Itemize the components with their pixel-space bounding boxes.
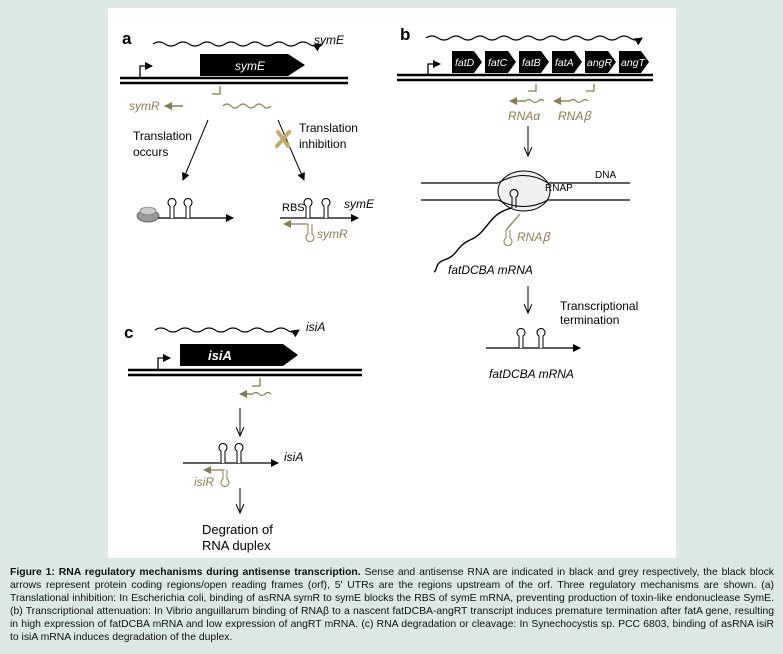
panel-b-rna-beta-bound-strand [505, 213, 521, 231]
panel-b-dna-label: DNA [595, 170, 616, 181]
panel-c-result-1: Degration of [202, 522, 273, 537]
caption-intro: Sense and antisense RNA are indicated in… [10, 567, 774, 591]
panel-a-right-antisense: symR [317, 227, 348, 241]
panel-a: a symE symE symR Translation occurs Tran… [120, 29, 375, 242]
panel-a-ribosome-top-icon [139, 206, 157, 216]
panel-b-rna-beta-promoter [586, 84, 595, 92]
panel-b-mrna-label: fatDCBA mRNA [448, 263, 533, 277]
panel-c-sense-transcript [154, 327, 300, 338]
panel-b-hairpin-2-icon [536, 328, 546, 348]
panel-b-rnap-label: RNAP [545, 183, 573, 194]
panel-a-antisense-label: symR [129, 99, 160, 113]
panel-a-transcript-label: symE [314, 33, 345, 47]
panel-c-letter: c [124, 323, 133, 342]
panel-c-hairpin-2-icon [234, 443, 244, 463]
diagram-svg: a symE symE symR Translation occurs Tran… [120, 25, 653, 553]
panel-c-right-transcript: isiA [284, 450, 303, 464]
panel-b-gene-box-5 [585, 51, 616, 73]
panel-c-antisense-hairpin-icon [220, 470, 230, 487]
panel-c-transcript-label: isiA [306, 320, 325, 334]
panel-b-termination-label-2: termination [560, 313, 619, 327]
panel-b-operon: fatD fatC fatB fatA angR angT [452, 51, 649, 73]
panel-b-rna-beta-hairpin-icon [503, 230, 513, 246]
panel-b-bubble-top [497, 175, 549, 184]
panel-a-rbs-label: RBS [282, 202, 305, 214]
panel-a-inhibition-cross-icon [275, 130, 291, 148]
caption-title: Figure 1: RNA regulatory mechanisms duri… [10, 567, 361, 578]
panel-b-nascent-hairpin-icon [509, 189, 519, 208]
panel-a-antisense-promoter [212, 86, 221, 95]
panel-b: b fatD fatC fatB fatA angR angT RNAα RNA… [397, 25, 653, 381]
panel-a-antisense-wave [222, 103, 272, 109]
panel-b-promoter [427, 60, 441, 75]
panel-c-result-2: RNA duplex [202, 538, 271, 553]
panel-c: c isiA isiA isiA isiR Degration of RNA d… [124, 320, 362, 553]
caption-part-a: (a) Translational inhibition: In Escheri… [10, 580, 775, 604]
panel-b-gene-2: fatC [488, 57, 508, 69]
panel-a-sense-transcript [152, 41, 322, 52]
panel-a-hairpin-3-icon [303, 198, 313, 218]
figure-caption: Figure 1: RNA regulatory mechanisms duri… [10, 566, 774, 644]
panel-b-rna-alpha-promoter [528, 84, 537, 92]
panel-b-sense-transcript [425, 35, 643, 46]
panel-b-gene-5: angR [587, 57, 613, 69]
panel-a-promoter [139, 62, 153, 78]
panel-b-hairpin-1-icon [516, 328, 526, 348]
panel-a-arrow-right [277, 119, 305, 181]
panel-a-gene-label: symE [235, 59, 266, 73]
caption-part-b: (b) Transcriptional attenuation: In Vibr… [10, 606, 774, 630]
panel-b-nascent-mrna [433, 207, 513, 273]
panel-c-promoter [157, 354, 171, 370]
panel-b-bubble-bottom [497, 199, 549, 207]
panel-b-rna-alpha-label: RNAα [508, 109, 541, 123]
panel-b-rna-beta-bound-label: RNAꞵ [517, 230, 551, 244]
panel-a-hairpin-2-icon [183, 198, 193, 218]
panel-c-hairpin-1-icon [218, 443, 228, 463]
panel-a-hairpin-1-icon [167, 198, 177, 218]
panel-b-gene-box-6 [619, 51, 649, 73]
panel-a-arrow-left [182, 119, 209, 181]
panel-a-left-label-2: occurs [133, 145, 168, 159]
panel-b-gene-box-4 [552, 51, 582, 73]
panel-b-gene-3: fatB [522, 57, 541, 69]
panel-b-rna-beta-wave [569, 98, 589, 104]
panel-b-gene-box-3 [519, 51, 549, 73]
figure-panel: a symE symE symR Translation occurs Tran… [108, 8, 676, 558]
panel-b-termination-label-1: Transcriptional [560, 299, 638, 313]
panel-b-rnap-icon [497, 170, 551, 212]
panel-b-gene-4: fatA [555, 57, 574, 69]
panel-b-rna-beta-label: RNAꞵ [558, 109, 592, 123]
panel-b-gene-box-1 [452, 51, 482, 73]
panel-a-gene-box [200, 54, 305, 76]
panel-c-antisense-label: isiR [194, 475, 214, 489]
panel-c-antisense-wave [252, 391, 272, 397]
panel-a-left-label-1: Translation [133, 129, 192, 143]
panel-a-letter: a [122, 29, 132, 48]
panel-c-antisense-promoter [252, 378, 261, 387]
panel-b-rna-alpha-wave [525, 98, 545, 104]
panel-a-hairpin-4-icon [321, 198, 331, 218]
caption-part-c: (c) RNA degradation or cleavage: In Syne… [10, 619, 774, 643]
panel-b-gene-6: angT [621, 57, 647, 69]
panel-b-letter: b [400, 25, 410, 44]
panel-b-mrna-label-2: fatDCBA mRNA [489, 367, 574, 381]
panel-c-gene-label: isiA [208, 348, 232, 363]
panel-b-gene-1: fatD [455, 57, 475, 69]
panel-a-right-label-2: inhibition [299, 137, 346, 151]
panel-a-right-label-1: Translation [299, 121, 358, 135]
panel-c-gene-box [180, 344, 298, 366]
panel-a-antisense-hairpin-icon [305, 224, 315, 242]
panel-b-gene-box-2 [485, 51, 516, 73]
panel-a-right-transcript: symE [344, 197, 375, 211]
